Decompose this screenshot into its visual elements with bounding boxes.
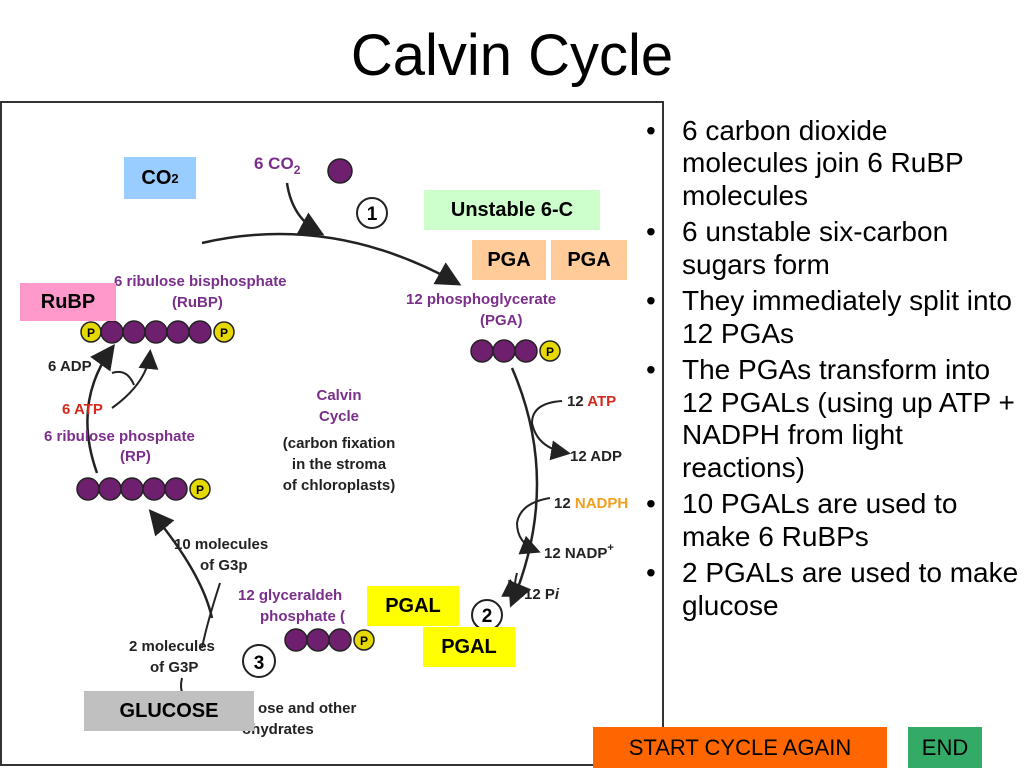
center-label-line1: Calvin xyxy=(316,387,361,404)
glucose-tag: GLUCOSE xyxy=(84,691,254,731)
cycle-arc-bottom-left xyxy=(148,509,214,619)
pga-tag-1: PGA xyxy=(472,240,546,280)
svg-text:2: 2 xyxy=(482,606,493,627)
bullet-item: •They immediately split into 12 PGAs xyxy=(646,285,1012,349)
rp-molecule-chain: P xyxy=(76,477,211,501)
pga-label-line1: 12 phosphoglycerate xyxy=(406,291,556,308)
bullet-list: •6 carbon dioxide molecules join 6 RuBP … xyxy=(640,115,1020,626)
center-label-line3: (carbon fixation xyxy=(283,435,396,452)
rp-label-line1: 6 ribulose phosphate xyxy=(44,428,195,445)
pi12-label: 12 Pi xyxy=(524,586,560,603)
g3p2-label-line1: 2 molecules xyxy=(129,638,215,655)
bullet-dot: • xyxy=(646,285,656,317)
bullet-dot: • xyxy=(646,488,656,520)
g3p-out-arrow xyxy=(201,582,221,649)
nadph12-label: 12 NADPH xyxy=(554,495,628,512)
svg-text:P: P xyxy=(196,483,204,497)
adp6-label: 6 ADP xyxy=(48,358,92,375)
bullet-item: •2 PGALs are used to make glucose xyxy=(646,557,1019,621)
start-cycle-again-button[interactable]: START CYCLE AGAIN xyxy=(593,727,887,768)
step-2-marker: 2 xyxy=(471,599,503,631)
rubp-label-line1: 6 ribulose bisphosphate xyxy=(114,273,287,290)
bullet-item: •6 carbon dioxide molecules join 6 RuBP … xyxy=(646,115,964,211)
g3p2-label-line2: of G3P xyxy=(150,659,198,676)
pga-label-line2: (PGA) xyxy=(480,312,523,329)
center-label-line4: in the stroma xyxy=(292,456,387,473)
co2-molecule xyxy=(327,158,353,184)
bullet-dot: • xyxy=(646,354,656,386)
adp12-label: 12 ADP xyxy=(570,448,622,465)
svg-text:1: 1 xyxy=(367,204,378,225)
center-label-line5: of chloroplasts) xyxy=(283,477,396,494)
co2-arrow xyxy=(285,182,325,236)
g3p10-label-line1: 10 molecules xyxy=(174,536,268,553)
g3p-molecule-chain: P xyxy=(284,628,375,652)
cycle-arc-left xyxy=(86,343,115,474)
end-button[interactable]: END xyxy=(908,727,982,768)
center-label-line2: Cycle xyxy=(319,408,359,425)
bullet-dot: • xyxy=(646,557,656,589)
pga-tag-2: PGA xyxy=(551,240,627,280)
svg-text:P: P xyxy=(546,345,554,359)
g3p10-label-line2: of G3p xyxy=(200,557,248,574)
glyceraldehyde-label-line1: 12 glyceraldeh xyxy=(238,587,342,604)
cycle-arc-right xyxy=(508,367,539,608)
bullet-item: •The PGAs transform into 12 PGALs (using… xyxy=(646,354,1015,483)
diagram-svg: 6 CO2 1 2 3 6 ribulose bisphosphate (RuB… xyxy=(44,154,628,738)
pga-molecule-chain: P xyxy=(470,339,561,363)
rubp-molecule-chain: P P xyxy=(80,320,235,344)
rp-label-line2: (RP) xyxy=(120,448,151,465)
atp12-label: 12 ATP xyxy=(567,393,616,410)
pgal-tag-2: PGAL xyxy=(423,627,515,667)
step-1-marker: 1 xyxy=(356,197,388,229)
step-3-marker: 3 xyxy=(242,644,276,678)
bullet-dot: • xyxy=(646,216,656,248)
co2-label: 6 CO2 xyxy=(254,154,301,177)
bullet-item: •6 unstable six-carbon sugars form xyxy=(646,216,949,280)
nadp12-label: 12 NADP+ xyxy=(544,542,614,562)
atp12-arrow xyxy=(530,400,571,461)
pi-arrow xyxy=(501,572,524,597)
atp-adp-arrow xyxy=(111,349,159,409)
svg-text:3: 3 xyxy=(254,653,265,674)
cycle-arc-top xyxy=(201,232,462,286)
svg-text:P: P xyxy=(360,634,368,648)
rubp-label-line2: (RuBP) xyxy=(172,294,223,311)
glyceraldehyde-label-line2: phosphate ( xyxy=(260,608,345,625)
bullet-dot: • xyxy=(646,115,656,146)
pgal-tag-1: PGAL xyxy=(367,586,459,626)
glucose-label-line1: ose and other xyxy=(258,700,357,717)
slide-title: Calvin Cycle xyxy=(350,23,674,88)
adp-out-arrow xyxy=(111,370,135,386)
nadph12-arrow xyxy=(515,497,551,555)
atp6-label: 6 ATP xyxy=(62,401,103,418)
rubp-tag: RuBP xyxy=(20,283,116,321)
svg-text:P: P xyxy=(87,326,95,340)
glucose-label-line2: ohydrates xyxy=(242,721,314,738)
svg-text:P: P xyxy=(220,326,228,340)
unstable-6c-tag: Unstable 6-C xyxy=(424,190,600,230)
bullet-item: •10 PGALs are used to make 6 RuBPs xyxy=(646,488,958,552)
